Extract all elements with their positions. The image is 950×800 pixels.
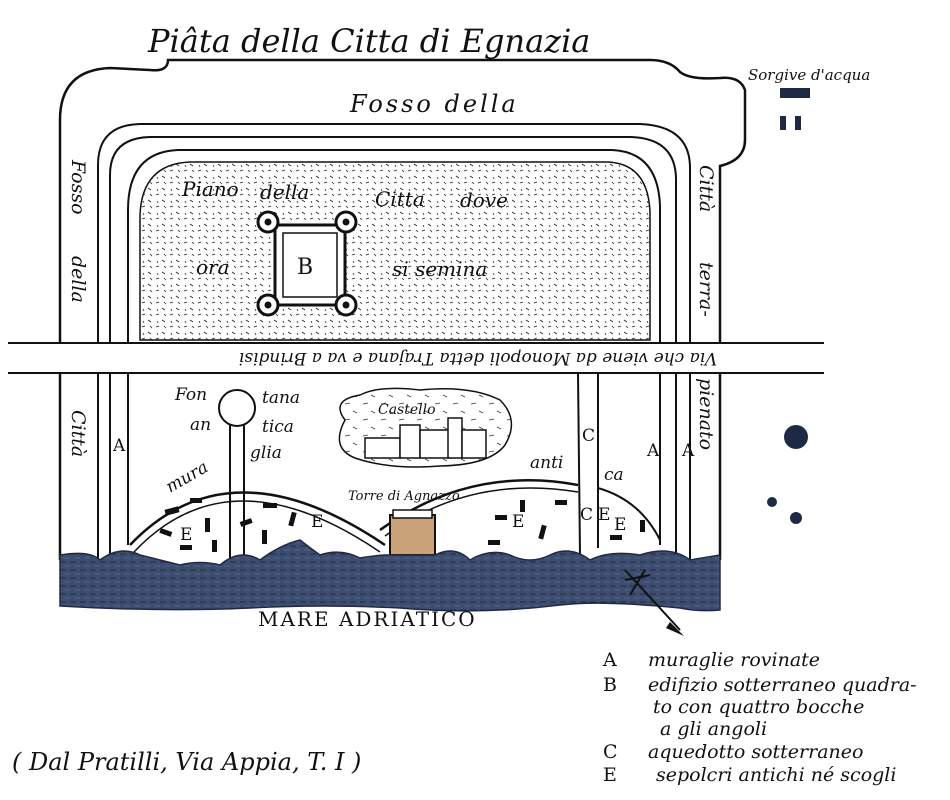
compass-arrow xyxy=(624,569,684,636)
legend-text-b-1: to con quattro bocche xyxy=(653,696,864,718)
trajana-road: Via che viene da Monopoli detta Trajana … xyxy=(8,342,824,374)
castle-label: Castello xyxy=(378,402,436,418)
legend-key-e: E xyxy=(603,764,617,786)
marker-e-3: E xyxy=(512,512,524,532)
marker-c-2: C xyxy=(580,505,593,525)
marker-e-4: E xyxy=(598,505,610,525)
moat-right-terra: terra- xyxy=(695,262,717,317)
plain-word-ora: ora xyxy=(196,255,230,279)
legend-text-b-2: a gli angoli xyxy=(660,718,767,740)
wall-anti: anti xyxy=(530,453,563,473)
map-title: Piâta della Citta di Egnazia xyxy=(147,22,590,60)
marker-a-right-1: A xyxy=(646,441,660,461)
plain-word-della: della xyxy=(260,180,309,204)
source-credit: ( Dal Pratilli, Via Appia, T. I ) xyxy=(12,748,361,776)
fountain-an: an xyxy=(190,415,211,435)
legend-key-b: B xyxy=(603,674,617,696)
legend-key-a: A xyxy=(602,649,617,671)
moat-right-citta: Città xyxy=(695,165,717,212)
tower-label: Torre di Agnazzo xyxy=(348,489,460,504)
marker-a-left: A xyxy=(112,436,126,456)
city-wall-outer xyxy=(109,136,677,560)
moat-left-della: della xyxy=(67,256,89,303)
fountain-fon: Fon xyxy=(174,385,207,405)
marker-a-right-2: A xyxy=(681,441,695,461)
springs-label: Sorgive d'acqua xyxy=(748,66,870,84)
legend-text-b-0: edifizio sotterraneo quadra- xyxy=(648,674,917,696)
sea-label: MARE ADRIATICO xyxy=(258,607,477,631)
plain-word-dove: dove xyxy=(460,188,508,212)
wall-mura: mura xyxy=(163,457,212,497)
adriatic-sea xyxy=(59,539,721,612)
moat-top-label: Fosso della xyxy=(349,90,519,118)
building-b: B xyxy=(256,210,358,317)
legend-text-e-0: sepolcri antichi né scogli xyxy=(656,764,896,786)
wall-ca: ca xyxy=(604,465,624,485)
springs: Sorgive d'acqua xyxy=(748,66,870,524)
moat-inner-line-1 xyxy=(97,123,691,560)
tower-agnazzo: Torre di Agnazzo xyxy=(348,489,460,556)
marker-e-1: E xyxy=(180,525,192,545)
road-label: Via che viene da Monopoli detta Trajana … xyxy=(239,348,717,368)
wall-glia: glia xyxy=(250,443,282,463)
moat-left-fosso: Fosso xyxy=(67,159,89,215)
plain-word-piano: Piano xyxy=(181,177,239,201)
tombs-e xyxy=(159,498,645,552)
plain-word-citta: Citta xyxy=(375,187,425,211)
marker-e-5: E xyxy=(614,515,626,535)
fountain-tica: tica xyxy=(262,417,294,437)
marker-e-2: E xyxy=(311,512,323,532)
moat-right-pienato: pienato xyxy=(695,378,717,450)
aqueduct-c xyxy=(577,373,599,556)
marker-b: B xyxy=(297,255,313,280)
city-wall-inner xyxy=(127,149,661,545)
building-b-corner-openings xyxy=(256,210,358,317)
outer-moat-border xyxy=(58,58,747,560)
marker-c-1: C xyxy=(582,426,595,446)
legend-text-c-0: aquedotto sotterraneo xyxy=(648,741,863,763)
legend-text-a-0: muraglie rovinate xyxy=(648,649,820,671)
moat-left-citta: Città xyxy=(67,410,89,457)
legend-key-c: C xyxy=(603,741,618,763)
ancient-fountain xyxy=(218,389,256,560)
plain-word-si-semina: si semina xyxy=(392,257,487,281)
fountain-tana: tana xyxy=(262,388,300,408)
castle: Castello xyxy=(338,387,513,468)
